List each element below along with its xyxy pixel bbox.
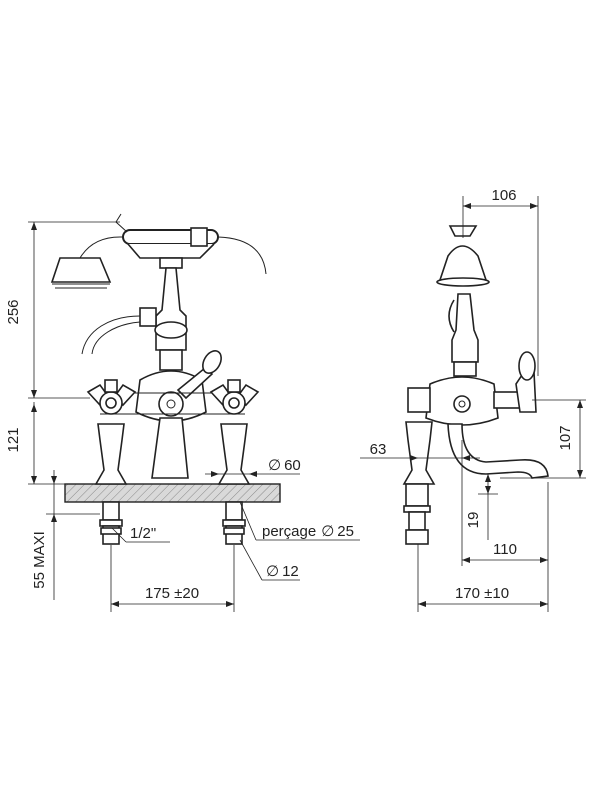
- left-cross-handle: [86, 379, 137, 415]
- dim-diam-12: ∅12: [266, 563, 299, 580]
- central-body: [135, 370, 207, 479]
- front-dimensions: 256 121 55 MAXI 1/2" 175 ±20 ∅12 perçage…: [5, 221, 360, 612]
- side-spout: [447, 423, 549, 479]
- side-dimensions: 106 107 63 19 110 170 ±10: [360, 187, 586, 612]
- hose-curve: [81, 315, 141, 355]
- side-handshower-head: [436, 225, 490, 287]
- dim-256: 256: [5, 299, 22, 324]
- side-pillar: [402, 421, 436, 485]
- side-riser: [451, 293, 479, 363]
- dim-110: 110: [493, 541, 517, 558]
- side-body: [407, 376, 523, 426]
- dim-55-maxi: 55 MAXI: [31, 531, 48, 589]
- dim-121: 121: [5, 427, 22, 452]
- side-lever: [515, 351, 537, 413]
- side-view: [402, 225, 549, 545]
- dim-175: 175 ±20: [145, 585, 199, 602]
- dim-63: 63: [370, 441, 387, 458]
- dim-diam-60: ∅60: [268, 457, 301, 474]
- dim-thread: 1/2": [130, 525, 156, 542]
- side-shank: [403, 483, 431, 545]
- right-pillar: [217, 423, 251, 485]
- dim-19: 19: [465, 512, 482, 529]
- right-cross-handle: [209, 379, 260, 415]
- left-shank: [99, 501, 123, 545]
- handshower-cradle: [79, 213, 267, 275]
- dim-170: 170 ±10: [455, 585, 509, 602]
- dim-percage: perçage∅25: [262, 523, 354, 540]
- front-view: [50, 213, 281, 545]
- left-pillar: [94, 423, 128, 485]
- dim-106: 106: [491, 187, 516, 204]
- lever-handle: [176, 350, 222, 400]
- riser-column: [139, 267, 188, 371]
- right-shank: [222, 501, 246, 545]
- dim-107: 107: [557, 425, 574, 450]
- handshower-head: [50, 257, 112, 289]
- deck-plate: [64, 483, 281, 503]
